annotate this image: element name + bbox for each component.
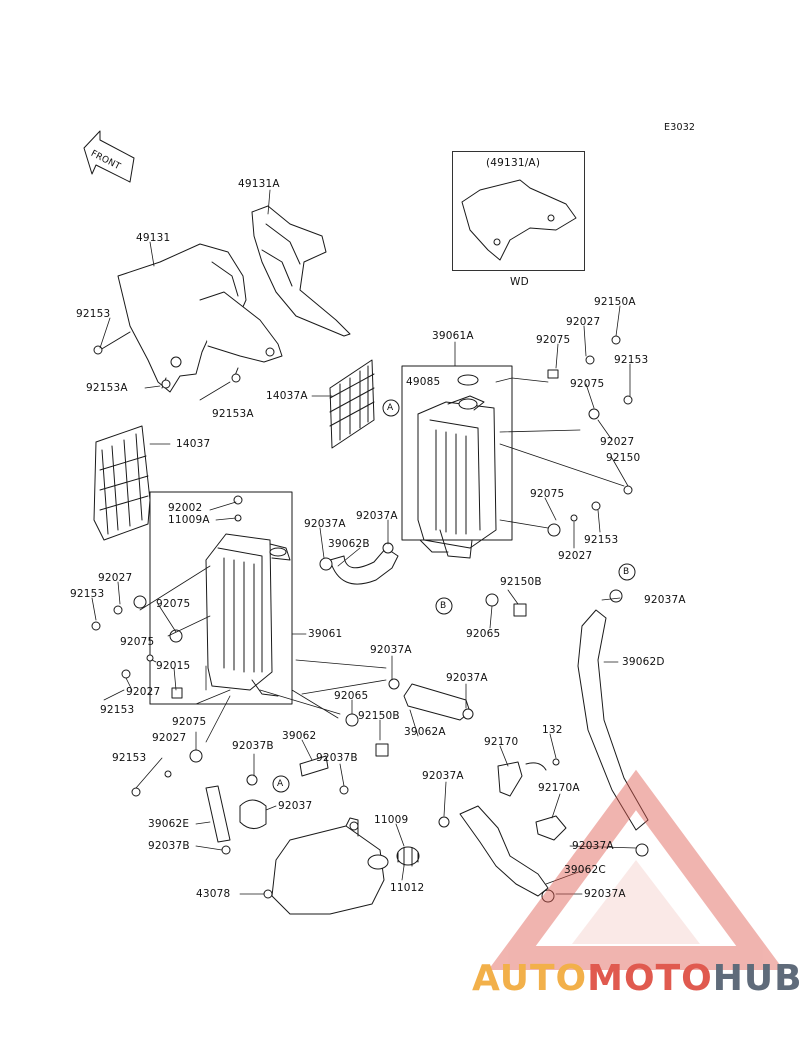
- callout-49085: 49085: [406, 376, 441, 388]
- callout-92037: 92037: [278, 800, 313, 812]
- callout-92075: 92075: [570, 378, 605, 390]
- inset-caption: WD: [510, 276, 529, 288]
- callout-92153A: 92153A: [86, 382, 128, 394]
- callout-92027: 92027: [98, 572, 133, 584]
- marker-B: B: [440, 601, 447, 611]
- bracket-92170A: [535, 815, 567, 841]
- callout-92153: 92153: [70, 588, 105, 600]
- callout-92153: 92153: [76, 308, 111, 320]
- callout-92037A: 92037A: [304, 518, 346, 530]
- callout-39062A: 39062A: [404, 726, 446, 738]
- radiator-left-39061: [149, 491, 293, 705]
- callout-11009A: 11009A: [168, 514, 210, 526]
- watermark-part-auto: AUTO: [472, 958, 588, 999]
- radiator-guard-14037: [93, 425, 151, 541]
- callout-92153: 92153: [112, 752, 147, 764]
- hose-39062A: [403, 683, 471, 721]
- callout-92002: 92002: [168, 502, 203, 514]
- watermark-text: AUTOMOTOHUB: [472, 958, 800, 999]
- callout-92065: 92065: [334, 690, 369, 702]
- callout-39062D: 39062D: [622, 656, 665, 668]
- callout-92075: 92075: [156, 598, 191, 610]
- callout-92150B: 92150B: [500, 576, 542, 588]
- callout-92037A: 92037A: [370, 644, 412, 656]
- callout-92037B: 92037B: [316, 752, 358, 764]
- hose-39062C: [459, 805, 549, 897]
- callout-92150A: 92150A: [594, 296, 636, 308]
- fasteners: [91, 335, 649, 903]
- watermark-part-moto: MOTO: [587, 958, 713, 999]
- watermark-part-hub: HUB: [712, 958, 800, 999]
- reservoir-tank-43078: [271, 817, 389, 915]
- shroud-49131A: [251, 205, 351, 337]
- callout-39061A: 39061A: [432, 330, 474, 342]
- radiator-guard-14037A: [329, 359, 375, 449]
- callout-132: 132: [542, 724, 563, 736]
- callout-92065: 92065: [466, 628, 501, 640]
- callout-39062E: 39062E: [148, 818, 190, 830]
- callout-92075: 92075: [530, 488, 565, 500]
- clamp-92037: [239, 799, 267, 829]
- hose-39062D: [577, 609, 649, 831]
- radiator-right-39061A: [401, 365, 513, 559]
- callout-92153: 92153: [614, 354, 649, 366]
- callout-92075: 92075: [536, 334, 571, 346]
- callout-92075: 92075: [120, 636, 155, 648]
- callout-39062: 39062: [282, 730, 317, 742]
- callout-92075: 92075: [172, 716, 207, 728]
- inset-shroud-icon: [461, 179, 577, 261]
- callout-39062C: 39062C: [564, 864, 606, 876]
- callout-92037A: 92037A: [422, 770, 464, 782]
- callout-14037A: 14037A: [266, 390, 308, 402]
- marker-A: A: [387, 403, 394, 413]
- callout-92027: 92027: [126, 686, 161, 698]
- hose-39062: [299, 755, 329, 777]
- callout-92037A: 92037A: [644, 594, 686, 606]
- inset-title: (49131/A): [486, 157, 541, 169]
- bracket-92170: [497, 761, 547, 797]
- callout-11009: 11009: [374, 814, 409, 826]
- callout-92037A: 92037A: [584, 888, 626, 900]
- watermark-logo: [488, 769, 784, 970]
- callout-49131A: 49131A: [238, 178, 280, 190]
- shroud-49131: [99, 243, 283, 393]
- radiator-cap-11012: [396, 846, 420, 867]
- callout-11012: 11012: [390, 882, 425, 894]
- leader-lines: [91, 189, 637, 895]
- callout-92027: 92027: [600, 436, 635, 448]
- callout-92153: 92153: [584, 534, 619, 546]
- inset-frame: [452, 151, 585, 271]
- callout-92037B: 92037B: [232, 740, 274, 752]
- callout-92150B: 92150B: [358, 710, 400, 722]
- callout-92150: 92150: [606, 452, 641, 464]
- callout-92037A: 92037A: [446, 672, 488, 684]
- marker-A: A: [277, 779, 284, 789]
- hose-39062E: [205, 785, 231, 843]
- callout-49131: 49131: [136, 232, 171, 244]
- callout-39061: 39061: [308, 628, 343, 640]
- callout-14037: 14037: [176, 438, 211, 450]
- callout-92153A: 92153A: [212, 408, 254, 420]
- front-arrow-icon: [83, 130, 135, 183]
- callout-92027: 92027: [566, 316, 601, 328]
- callout-92153: 92153: [100, 704, 135, 716]
- callout-92027: 92027: [152, 732, 187, 744]
- callout-92037A: 92037A: [572, 840, 614, 852]
- callout-92170: 92170: [484, 736, 519, 748]
- callout-92037B: 92037B: [148, 840, 190, 852]
- callout-39062B: 39062B: [328, 538, 370, 550]
- circle-markers: [272, 399, 636, 793]
- callout-92037A: 92037A: [356, 510, 398, 522]
- marker-B: B: [623, 567, 630, 577]
- callout-92015: 92015: [156, 660, 191, 672]
- callout-43078: 43078: [196, 888, 231, 900]
- callout-92027: 92027: [558, 550, 593, 562]
- hose-39062B: [329, 547, 399, 585]
- callout-92170A: 92170A: [538, 782, 580, 794]
- diagram-code: E3032: [664, 122, 696, 133]
